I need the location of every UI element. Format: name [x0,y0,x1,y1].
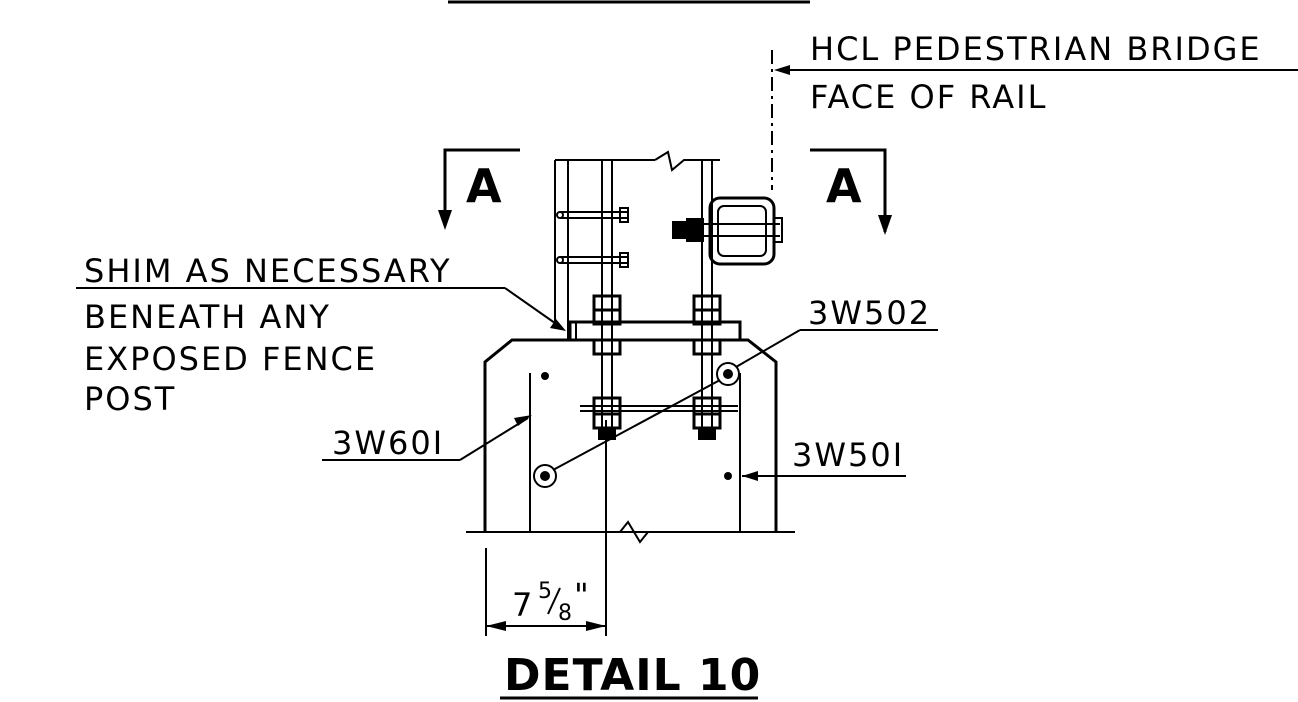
dimension-fraction-bar [547,587,561,615]
post-bolt-upper [556,207,629,223]
bar-3w501-arrow [742,471,758,481]
section-marker-left-line [443,148,520,225]
section-marker-left-letter: A [466,159,502,213]
bridge-label-line2: FACE OF RAIL [810,78,1047,116]
dimension-unit: " [574,576,591,614]
shim-note-line1: SHIM AS NECESSARY [84,252,452,290]
dimension-whole: 7 [512,586,534,624]
shim-note-line3: EXPOSED FENCE [84,340,377,378]
shim-note-line2: BENEATH ANY [84,298,331,336]
rail-clamp [672,196,783,266]
bar-3w502-leader [735,329,801,368]
concrete-pedestal [466,338,795,544]
dimension-7-5-8 [485,420,607,636]
bar-label-3w502: 3W502 [808,294,931,332]
anchor-rod-right [701,160,713,440]
detail-title: DETAIL 10 [504,650,761,701]
anchor-rod-left [601,160,613,440]
rebar-3w502-tie-line [552,379,721,471]
bar-label-3w501: 3W50I [792,436,904,474]
shim-leader [504,287,563,329]
rebar-3w501-dot [724,472,732,480]
bridge-leader-arrow [774,65,790,75]
section-marker-left-arrow [438,210,452,230]
shim-leader-arrow [550,319,566,331]
post-bolt-lower [556,252,629,268]
template-plate [580,396,738,440]
section-marker-right-line [810,148,887,232]
rebar-3w502-upper [716,362,740,386]
bar-3w601-leader [459,417,529,461]
rebar-3w601-dot [541,372,549,380]
dimension-denominator: 8 [558,601,572,626]
section-marker-right-arrow [878,215,892,235]
bar-label-3w601: 3W60I [332,424,444,462]
bridge-label-line1: HCL PEDESTRIAN BRIDGE [810,30,1262,68]
shim-note-line4: POST [84,380,176,418]
fence-post [554,150,720,325]
dimension-numerator: 5 [538,579,552,604]
bar-3w601-arrow [514,415,532,426]
rebar-3w502-lower [533,464,557,488]
section-marker-right-letter: A [826,159,862,213]
